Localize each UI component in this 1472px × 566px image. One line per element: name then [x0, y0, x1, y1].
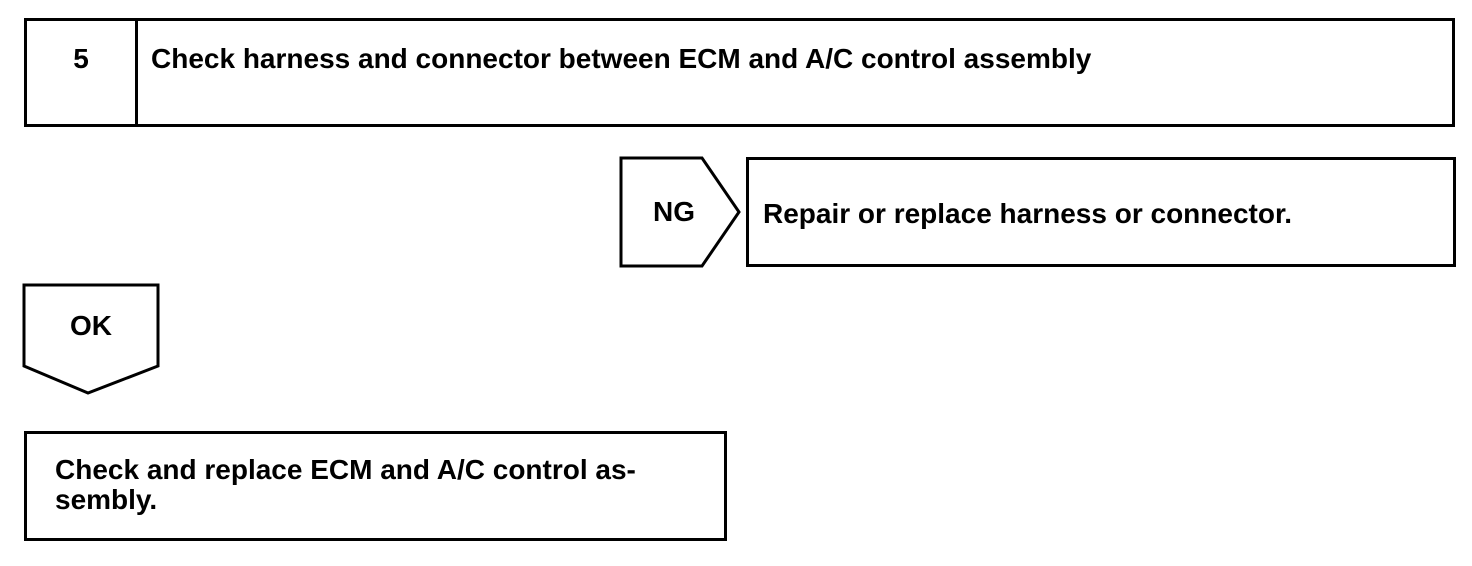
final-step-box: Check and replace ECM and A/C control as… — [24, 431, 727, 541]
step-number: 5 — [73, 43, 89, 74]
step-header-box: 5 Check harness and connector between EC… — [24, 18, 1455, 127]
ng-result-text: Repair or replace harness or connector. — [763, 198, 1293, 229]
step-title: Check harness and connector between ECM … — [151, 43, 1092, 74]
ng-arrow-shape — [619, 156, 741, 268]
final-step-text: Check and replace ECM and A/C control as… — [55, 454, 636, 515]
ng-result-box: Repair or replace harness or connector. — [746, 157, 1456, 267]
ng-label: NG — [653, 196, 695, 227]
step-number-cell: 5 — [27, 21, 138, 124]
ok-arrow-shape — [22, 283, 160, 395]
ok-label: OK — [70, 310, 112, 341]
